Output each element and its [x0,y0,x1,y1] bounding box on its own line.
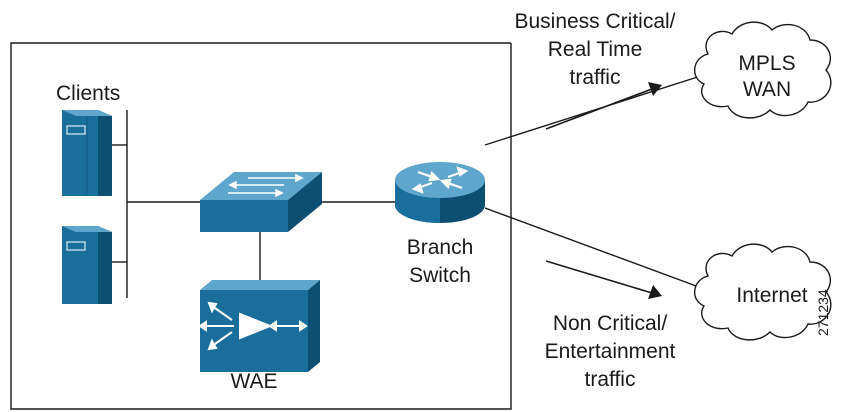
noncritical-traffic-arrow [545,260,662,299]
mpls-label-line2: WAN [742,78,792,101]
mpls-cloud-icon [694,21,832,119]
critical-traffic-arrow [545,82,662,130]
client-server-2-icon [62,226,112,304]
internet-label: Internet [736,284,808,307]
wae-appliance-icon [198,280,320,372]
lan-links [112,73,708,298]
noncritical-traffic-label-line1: Non Critical/ [552,312,668,335]
lan-switch-icon [200,172,322,232]
noncritical-traffic-label-line2: Entertainment [544,340,676,363]
figure-id: 271234 [815,289,831,336]
branch-router-icon [395,162,485,223]
client-server-1-icon [62,110,112,196]
branch-boundary [10,42,512,410]
critical-traffic-label-line3: traffic [569,66,621,89]
wae-label: WAE [230,370,278,393]
critical-traffic-label-line1: Business Critical/ [514,10,676,33]
internet-cloud-icon [694,243,832,341]
clients-label: Clients [56,82,121,105]
branch-switch-label-line2: Switch [409,264,471,287]
branch-switch-label-line1: Branch [406,236,474,259]
mpls-label-line1: MPLS [738,52,796,75]
noncritical-traffic-label-line3: traffic [584,368,636,391]
critical-traffic-label-line2: Real Time [547,38,643,61]
